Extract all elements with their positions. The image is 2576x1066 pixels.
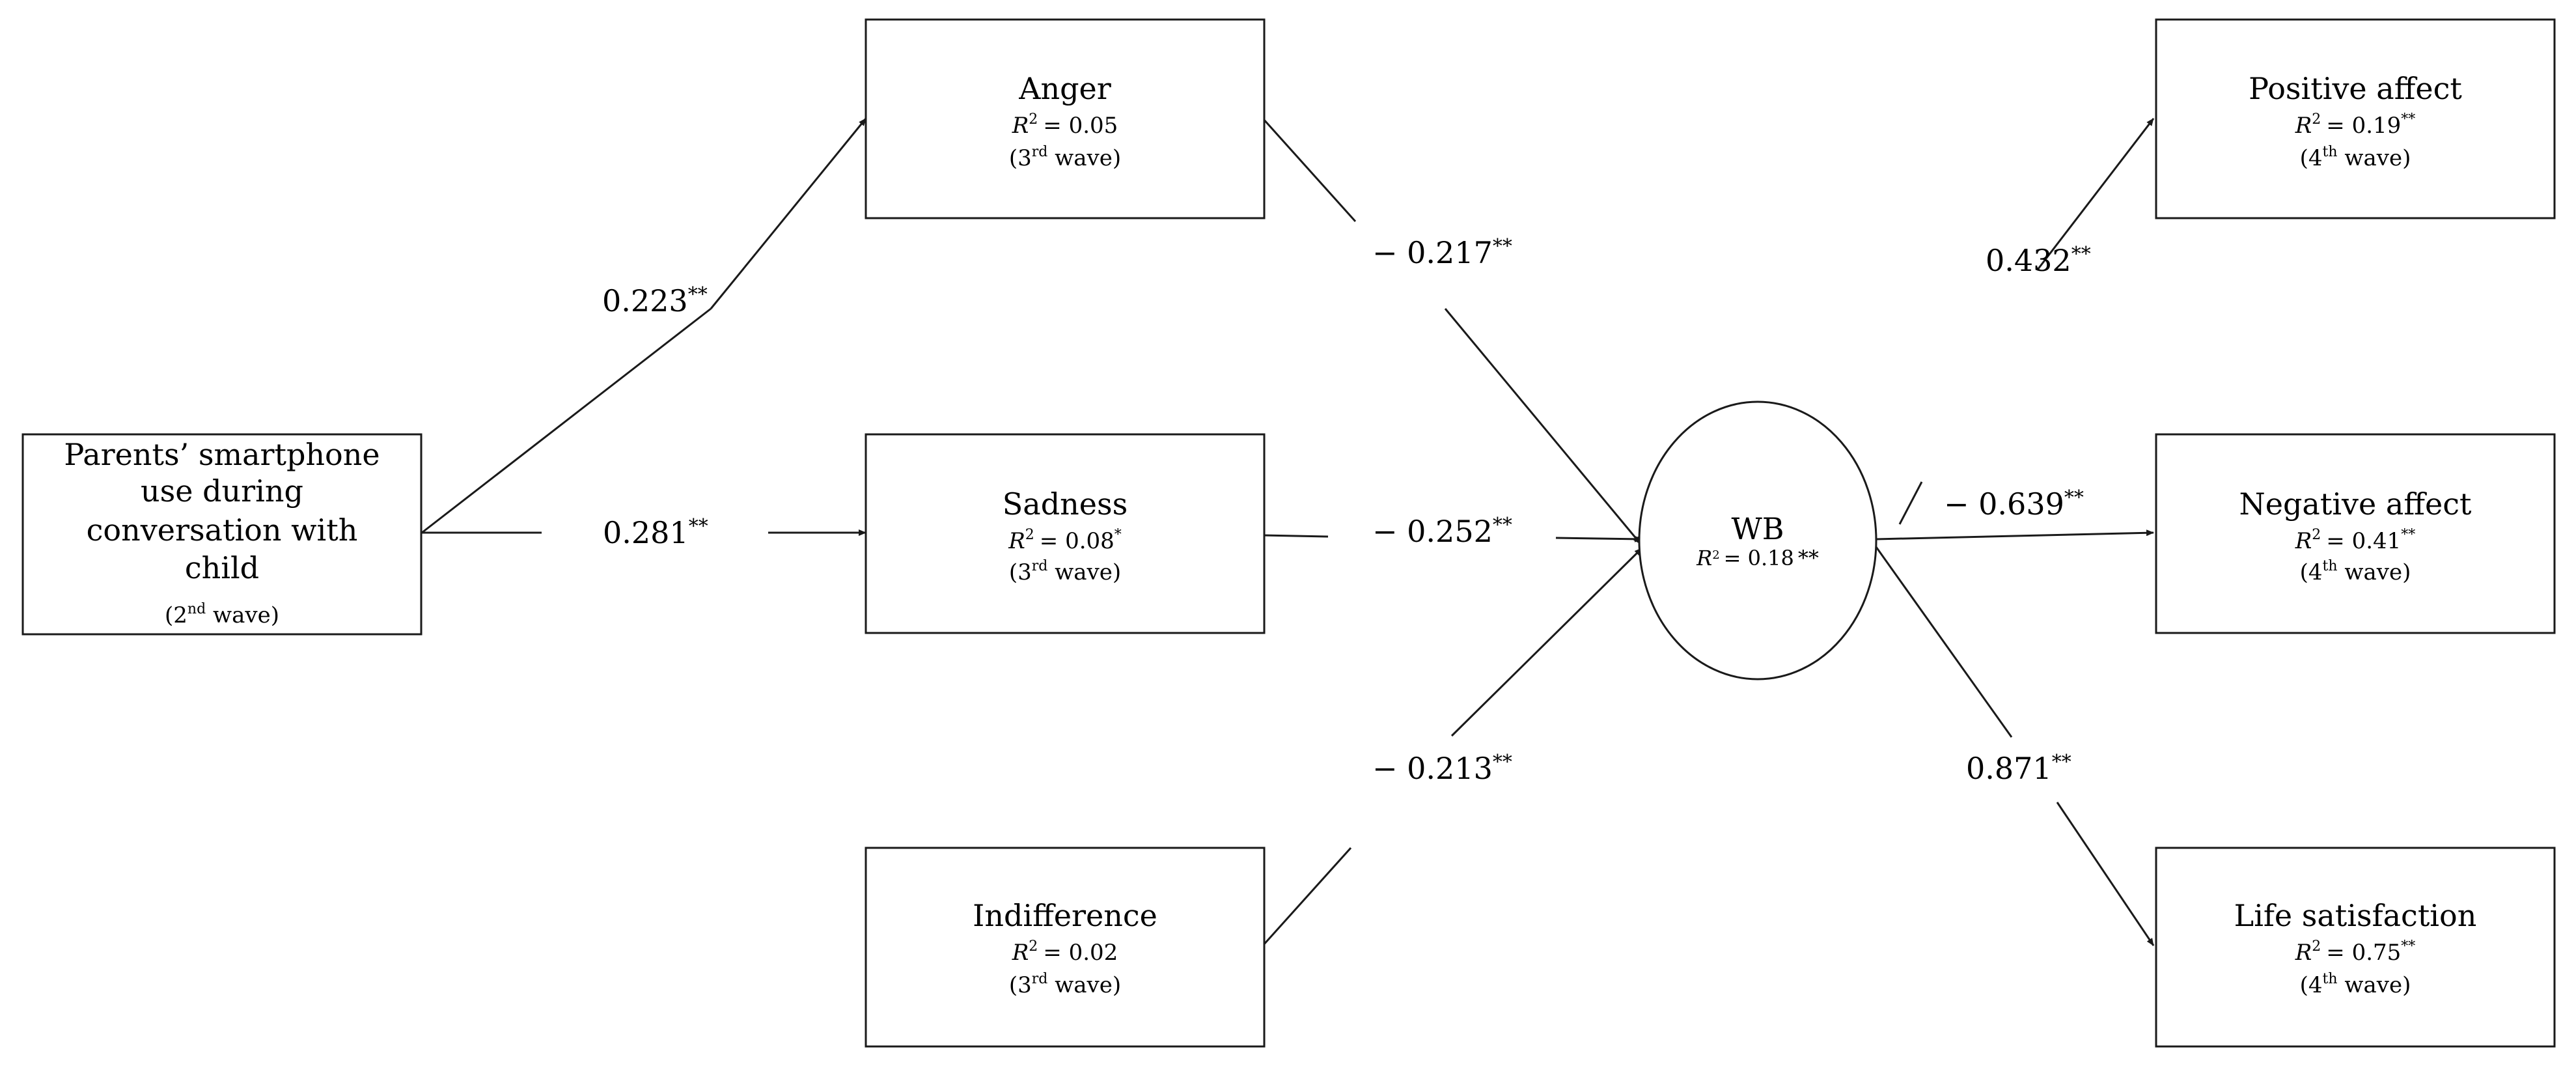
predictor-title-line-1: Parents’ smartphone [64, 437, 380, 472]
negative-affect-title: Negative affect [2239, 486, 2472, 522]
edge-wb-life-a [1875, 546, 2013, 738]
life-satisfaction-r2: R2= 0.75** [2295, 938, 2416, 966]
wb-r2: R2= 0.18** [1696, 546, 1819, 570]
edge-wb-life-b [2056, 802, 2155, 946]
node-anger: Anger R2= 0.05 (3rd wave) [865, 18, 1266, 219]
edge-wb-negative [1876, 529, 2154, 540]
edge-sadness-wb-a [1262, 534, 1329, 538]
negative-affect-wave: (4th wave) [2300, 558, 2411, 585]
coef-anger-wb: − 0.217** [1372, 235, 1512, 270]
wb-title: WB [1731, 511, 1784, 546]
edge-predictor-anger [421, 307, 712, 534]
coef-wb-life: 0.871** [1966, 751, 2071, 786]
coef-sadness-wb: − 0.252** [1372, 514, 1512, 549]
edge-sadness-wb-b [1555, 535, 1642, 542]
edge-predictor-anger-head [710, 118, 867, 309]
positive-affect-title: Positive affect [2249, 71, 2462, 106]
node-sadness: Sadness R2= 0.08* (3rd wave) [865, 433, 1266, 634]
predictor-title-line-2: use during [141, 473, 303, 509]
edge-wb-positive-a [1898, 481, 1923, 525]
sadness-wave: (3rd wave) [1009, 558, 1121, 585]
coef-predictor-anger: 0.223** [602, 283, 708, 318]
edge-wb-positive-b [2036, 118, 2155, 270]
anger-wave: (3rd wave) [1009, 144, 1121, 171]
node-indifference: Indifference R2= 0.02 (3rd wave) [865, 847, 1266, 1048]
indifference-wave: (3rd wave) [1009, 971, 1121, 998]
predictor-title-line-3: conversation with [87, 512, 358, 548]
coef-predictor-sadness: 0.281** [603, 515, 708, 550]
sadness-r2: R2= 0.08* [1008, 527, 1122, 554]
sadness-title: Sadness [1003, 486, 1128, 522]
edge-indifference-wb-a [1262, 847, 1352, 947]
life-satisfaction-wave: (4th wave) [2300, 971, 2411, 998]
positive-affect-r2: R2= 0.19** [2295, 111, 2416, 139]
node-life-satisfaction: Life satisfaction R2= 0.75** (4th wave) [2155, 847, 2556, 1048]
indifference-r2: R2= 0.02 [1012, 938, 1118, 966]
coef-wb-negative: − 0.639** [1944, 486, 2084, 522]
anger-r2: R2= 0.05 [1012, 111, 1118, 139]
predictor-wave: (2nd wave) [165, 601, 279, 628]
life-satisfaction-title: Life satisfaction [2234, 898, 2477, 933]
edge-indifference-wb-b [1450, 547, 1643, 737]
positive-affect-wave: (4th wave) [2300, 144, 2411, 171]
coef-indifference-wb: − 0.213** [1372, 751, 1512, 786]
node-predictor: Parents’ smartphone use during conversat… [21, 433, 422, 636]
predictor-title-line-4: child [185, 550, 259, 585]
node-wb: WB R2= 0.18** [1638, 400, 1877, 680]
indifference-title: Indifference [973, 898, 1157, 933]
edge-anger-wb-b [1444, 308, 1642, 544]
node-positive-affect: Positive affect R2= 0.19** (4th wave) [2155, 18, 2556, 219]
anger-title: Anger [1018, 71, 1111, 106]
node-negative-affect: Negative affect R2= 0.41** (4th wave) [2155, 433, 2556, 634]
coef-wb-positive: 0.432** [1986, 243, 2091, 278]
negative-affect-r2: R2= 0.41** [2295, 527, 2416, 554]
edge-anger-wb-a [1262, 117, 1357, 223]
